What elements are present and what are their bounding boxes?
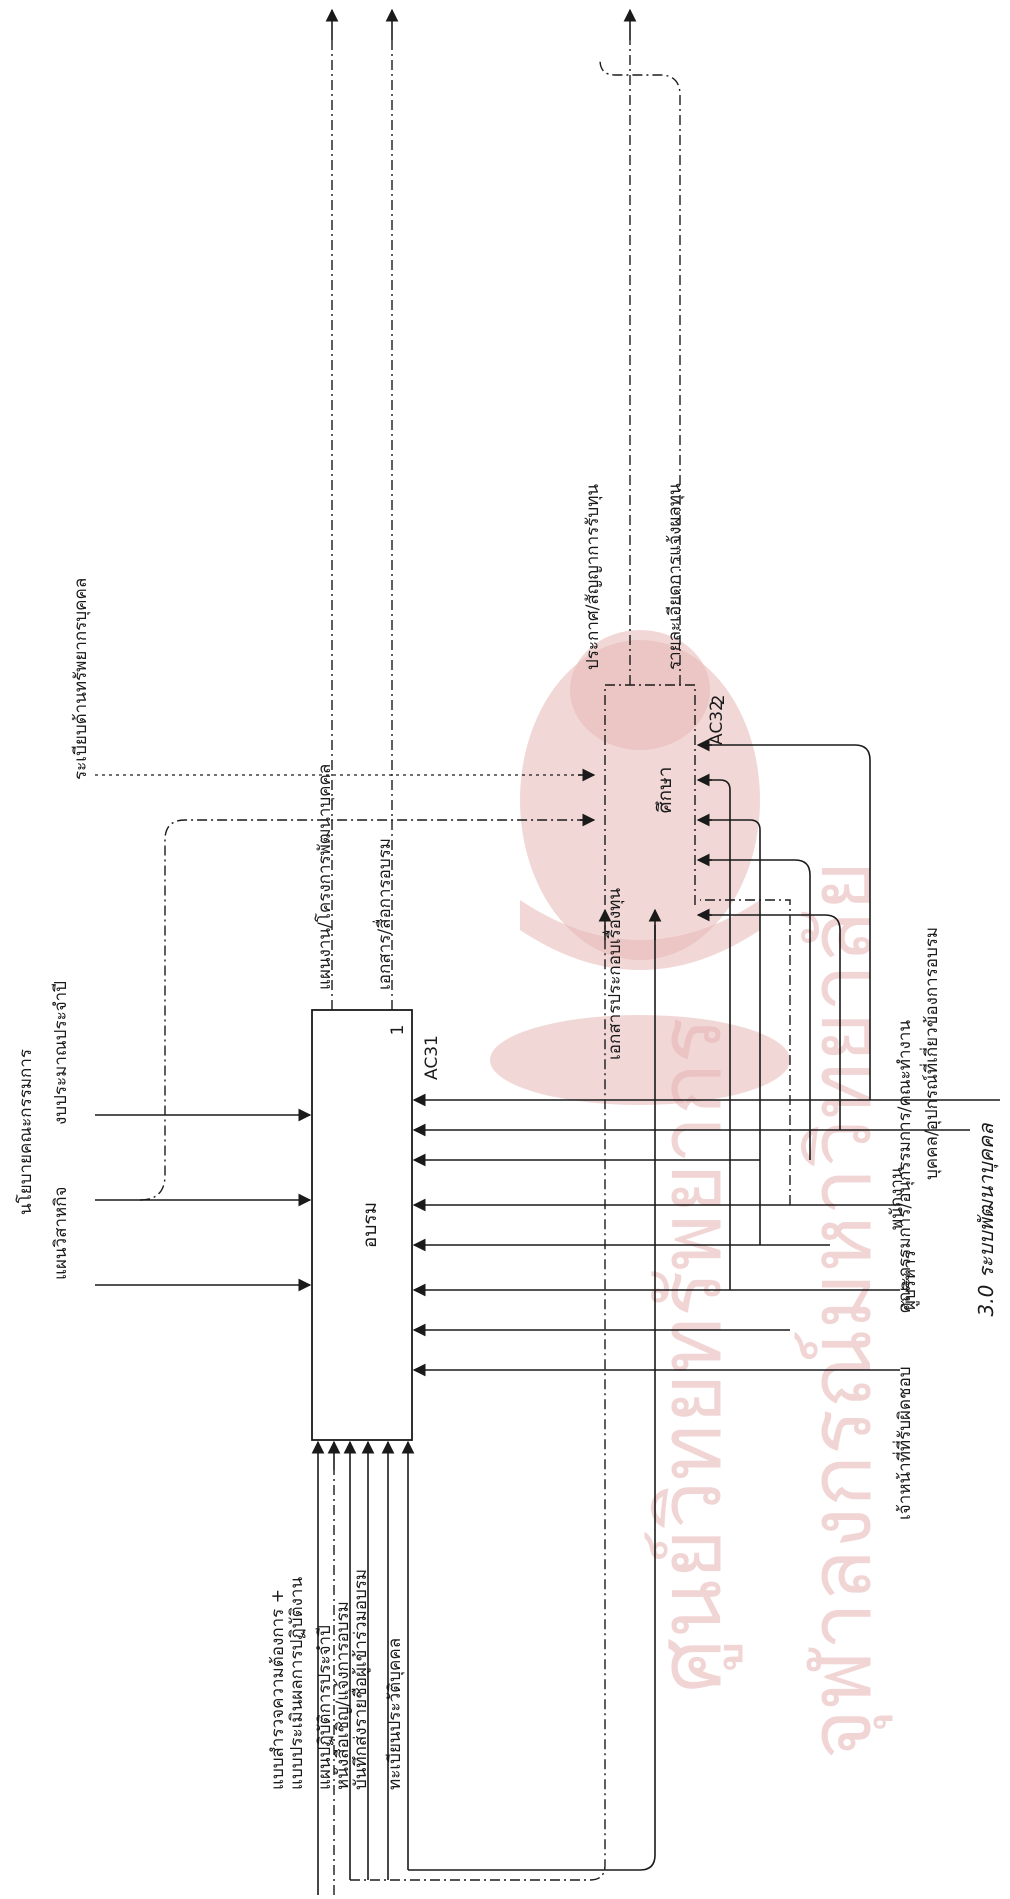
activity-box-ac32 <box>604 684 696 905</box>
activity-number-ac32: 2 <box>709 695 729 706</box>
control-arrows <box>95 768 596 1292</box>
mechanism-label-employee: พนักงาน <box>887 1167 907 1230</box>
input-label-scholarship-docs: เอกสารประกอบเรื่องทุน <box>602 888 625 1060</box>
input-label-action-plan: แผนปฏิบัติการประจำปี <box>315 1625 335 1790</box>
mechanism-label-committee: คณะกรรมการ/อนุกรรมการ/คณะทำงาน <box>895 1020 915 1314</box>
input-label-survey: แบบสำรวจความต้องการ + <box>268 1589 288 1790</box>
diagram-title: 3.0 ระบบพัฒนาบุคคล <box>974 1122 999 1317</box>
control-label-annual-budget: งบประมาณประจำปี <box>51 981 71 1125</box>
control-label-business-plan: แผนวิสาหกิจ <box>51 1187 71 1280</box>
activity-code-ac32: AC32 <box>707 700 727 745</box>
input-label-invitation: หนังสือเชิญ/แจ้งการอบรม <box>333 1601 353 1790</box>
mechanism-label-officer: เจ้าหน้าที่ที่รับผิดชอบ <box>892 1366 915 1520</box>
activity-number-ac31: 1 <box>388 1025 408 1036</box>
activity-name-ac32: ศึกษา <box>654 767 676 814</box>
output-label-report: รายละเอียดการแจ้งผลทุน <box>665 483 685 670</box>
output-label-dev-plan: แผนงาน/โครงการพัฒนาบุคคล <box>314 764 335 990</box>
activity-ac32: ศึกษา 2 AC32 <box>604 684 729 905</box>
mechanism-label-manager: ผู้บริหาร <box>900 1250 920 1310</box>
input-arrows <box>311 908 662 1895</box>
mechanism-label-personnel: บุคคล/อุปกรณ์ที่เกี่ยวข้องการอบรม <box>919 927 942 1180</box>
activity-ac31: อบรม 1 AC31 <box>311 1009 442 1441</box>
mechanism-arrows <box>412 738 1000 1377</box>
mechanism-branch-6 <box>700 779 731 1290</box>
mechanism-branch-1 <box>700 744 871 1100</box>
mechanism-branch-3 <box>700 859 811 1160</box>
watermark-text-1: ศูนย์วิทยทรัพยากร <box>641 1017 743 1693</box>
output-label-training-docs: เอกสาร/สื่อการอบรม <box>372 838 395 990</box>
input-line-scholarship-docs <box>350 925 606 1881</box>
output-arrows <box>325 8 681 1010</box>
watermark-text-2: จุฬาลงกรณ์มหาวิทยาลัย <box>791 861 893 1760</box>
activity-name-ac31: อบรม <box>359 1202 381 1248</box>
mechanism-branch-2 <box>700 914 841 1130</box>
activity-code-ac31: AC31 <box>422 1035 442 1080</box>
output-line-report <box>599 59 681 685</box>
output-label-announcement: ประกาศ/สัญญาการรับทุน <box>583 484 603 670</box>
input-label-record: ทะเบียนประวัติบุคคล <box>385 1638 405 1790</box>
activity-box-ac31 <box>311 1009 413 1441</box>
control-line-policy-branch <box>139 819 595 1201</box>
university-emblem-watermark <box>490 630 790 1105</box>
mechanism-branch-5 <box>700 819 761 1245</box>
control-label-hr-regulation: ระเบียบด้านทรัพยากรบุคคล <box>71 578 91 780</box>
input-label-evaluation: แบบประเมินผลการปฏิบัติงาน <box>287 1577 307 1790</box>
watermark: ศูนย์วิทยทรัพยากร จุฬาลงกรณ์มหาวิทยาลัย <box>490 630 893 1759</box>
control-label-policy-board: นโยบายคณะกรรมการ <box>15 1049 36 1215</box>
input-label-participant: บันทึกส่งรายชื่อผู้เข้าร่วมอบรม <box>348 1569 371 1790</box>
input-line-scholarship-docs-2 <box>408 925 656 1871</box>
